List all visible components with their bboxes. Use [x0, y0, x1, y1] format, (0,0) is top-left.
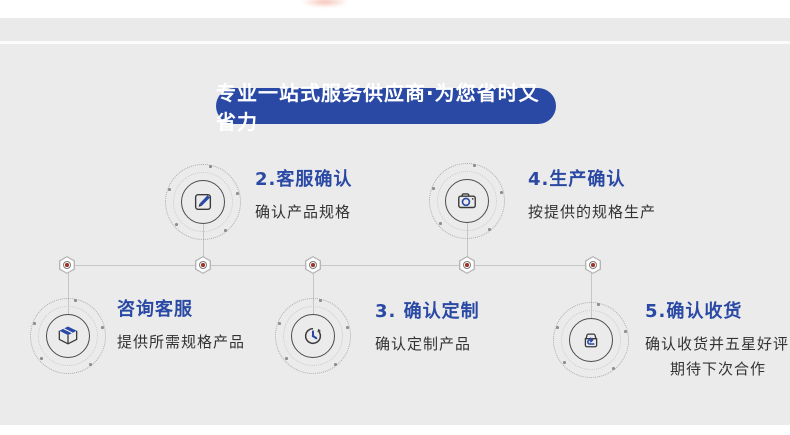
timeline-horizontal-line: [67, 265, 593, 266]
medallion-step5: [551, 300, 631, 380]
step-description: 确认定制产品: [375, 335, 472, 353]
medallion-consult: [28, 296, 108, 376]
cropped-red-decoration: [301, 0, 349, 8]
step-description: 提供所需规格产品: [117, 333, 246, 351]
connector-step3: [313, 265, 314, 314]
step-description: 确认产品规格: [255, 203, 352, 221]
step-title: 咨询客服: [117, 299, 193, 320]
connector-consult: [68, 265, 69, 314]
step-4: 4.生产确认 按提供的规格生产: [528, 170, 656, 221]
return-box-icon: [569, 318, 613, 362]
package-box-icon: [46, 314, 90, 358]
camera-icon: [445, 179, 489, 223]
step-description: 按提供的规格生产: [528, 203, 657, 221]
edit-note-icon: [181, 180, 225, 224]
medallion-step3: [273, 296, 353, 376]
connector-step2: [203, 224, 204, 265]
step-consult: 咨询客服 提供所需规格产品: [117, 300, 245, 351]
step-description: 确认收货并五星好评: [645, 335, 790, 353]
background-gray-band: [0, 18, 790, 41]
step-description-line2: 期待下次合作: [669, 360, 766, 378]
step-title: 4.生产确认: [528, 169, 626, 190]
medallion-step2: [163, 162, 243, 242]
clock-refresh-icon: [291, 314, 335, 358]
timeline-node: [59, 256, 75, 274]
step-title: 3. 确认定制: [375, 301, 480, 322]
step-2: 2.客服确认 确认产品规格: [255, 170, 352, 221]
step-3: 3. 确认定制 确认定制产品: [375, 302, 480, 353]
connector-step4: [467, 223, 468, 265]
timeline-node: [585, 256, 601, 274]
step-title: 5.确认收货: [645, 301, 743, 322]
step-5: 5.确认收货 确认收货并五星好评 期待下次合作: [645, 302, 790, 378]
timeline-node: [459, 256, 475, 274]
connector-step5: [591, 265, 592, 318]
timeline-node: [305, 256, 321, 274]
banner-text: 专业一站式服务供应商·为您省时又省力: [216, 81, 540, 134]
background-divider: [0, 41, 790, 44]
step-title: 2.客服确认: [255, 169, 353, 190]
section-title-banner: 专业一站式服务供应商·为您省时又省力: [216, 81, 556, 134]
medallion-step4: [427, 161, 507, 241]
timeline-node: [195, 256, 211, 274]
